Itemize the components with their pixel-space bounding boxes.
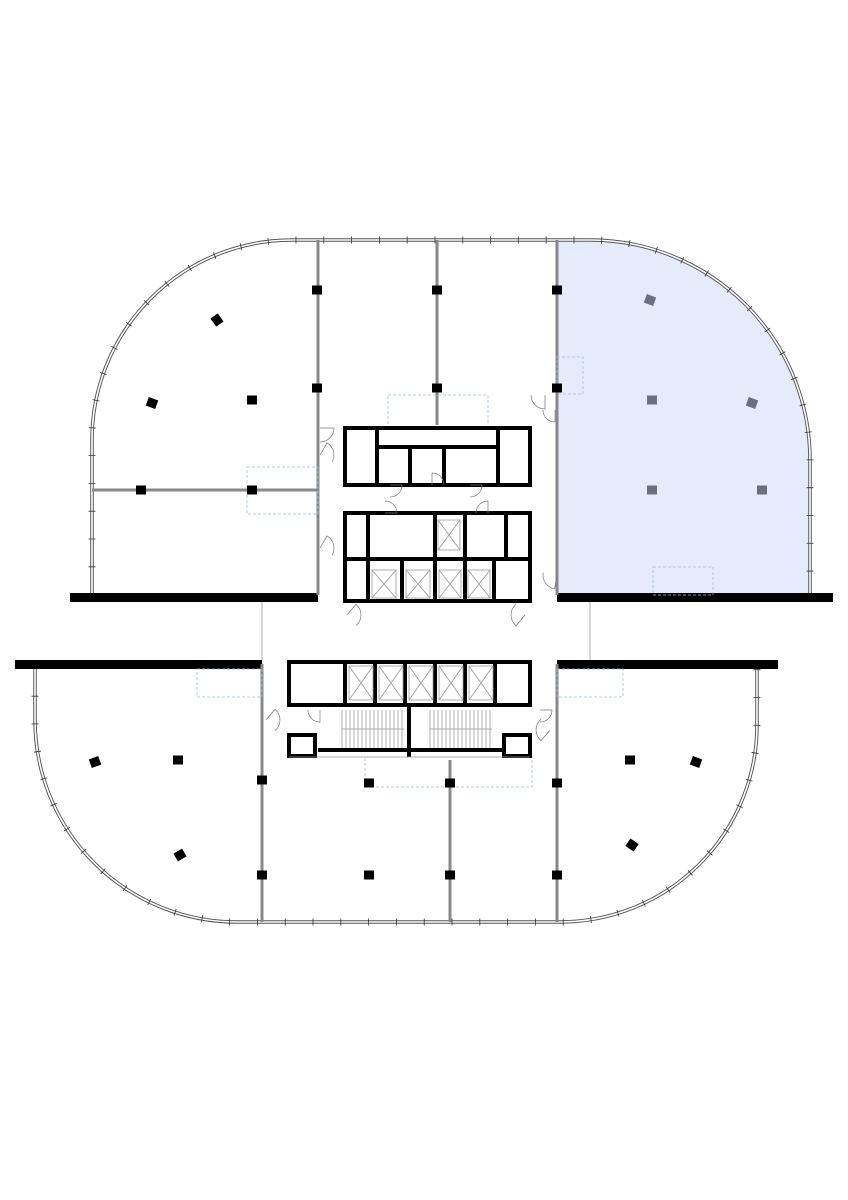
elevator-car [371,569,397,599]
structural-column [312,383,322,393]
structural-column [647,485,657,495]
elevator-car [438,665,464,701]
structural-column [647,395,657,405]
door-swing [389,484,403,498]
door-swing [469,484,483,498]
elevator-car [467,569,491,599]
door-swing [542,409,556,423]
structural-column [625,838,639,852]
structural-column [88,756,102,768]
upper-slab-east [557,593,833,602]
door-swing [542,572,558,590]
lower-slab-west [15,660,262,669]
structural-column [432,285,442,295]
lower-slab-east [557,660,778,669]
door-swing [431,472,445,486]
elevator-car [405,569,431,599]
structural-column [552,870,562,880]
structural-column [432,383,442,393]
structural-column [136,485,146,495]
structural-column [312,285,322,295]
partitions [92,240,591,922]
structural-column [552,285,562,295]
doors [265,394,558,742]
structural-column [247,395,257,405]
lower-wing-envelope [31,668,761,926]
door-swing [384,500,398,514]
structural-column [552,383,562,393]
door-swing [319,535,335,556]
door-swing [265,708,281,731]
lower-core [287,660,532,758]
structural-column [445,778,455,788]
stairs [341,710,492,748]
elevators [348,519,494,701]
structural-column [257,775,267,785]
structural-column [625,755,635,765]
structural-column [445,870,455,880]
upper-slab-west [70,593,318,602]
door-swing [475,500,489,514]
highlighted-unit[interactable] [557,240,810,595]
elevator-car [468,665,494,701]
door-swing [510,604,526,627]
structural-column [173,848,187,862]
elevator-car [378,665,404,701]
elevator-car [438,569,462,599]
structural-column [257,870,267,880]
structural-column [745,397,759,409]
structural-column [210,313,224,327]
door-swing [530,394,546,410]
door-swing [535,719,551,742]
structural-column [173,755,183,765]
door-swing [539,709,553,723]
door-swing [346,603,362,626]
upper-core [343,426,532,603]
door-swing [319,427,335,443]
stair-flight [429,710,492,748]
structural-column [247,485,257,495]
upper-wing-envelope [88,236,814,595]
elevator-car [348,665,374,701]
structural-column [552,778,562,788]
structural-column [643,294,657,306]
stair-flight [341,710,404,748]
structural-column [364,778,374,788]
columns [88,285,767,880]
elevator-car [437,519,461,551]
structural-column [757,485,767,495]
door-swing [319,442,335,463]
structural-column [689,756,703,768]
door-swing [307,709,321,723]
structural-column [145,397,159,409]
elevator-car [408,665,434,701]
structural-column [364,870,374,880]
